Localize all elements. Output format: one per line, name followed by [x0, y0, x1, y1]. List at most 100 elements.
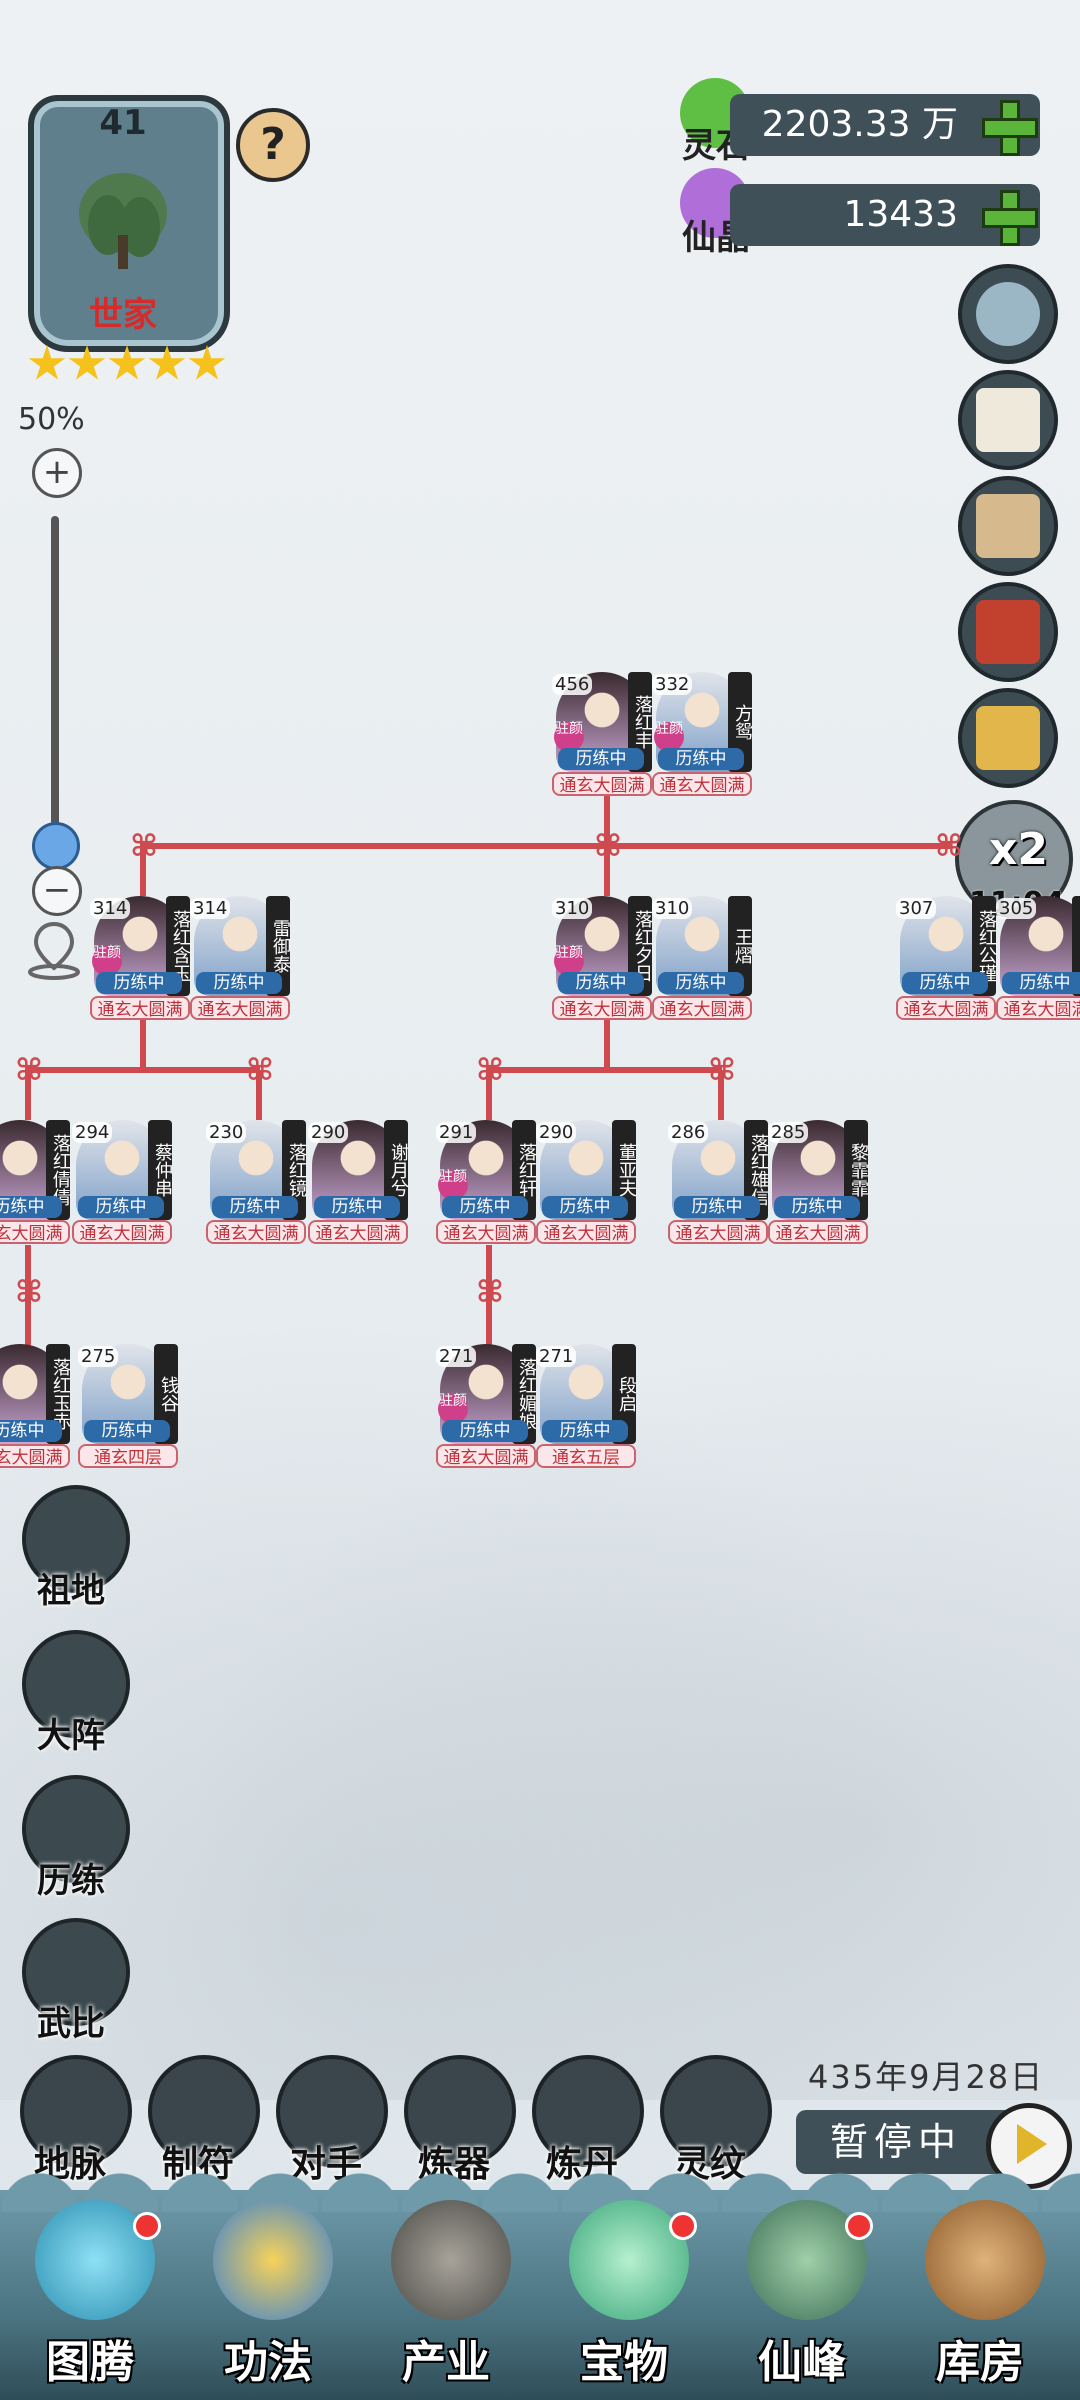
willow-tree-icon	[79, 173, 167, 269]
alchemy-cauldron-icon	[532, 2055, 644, 2167]
locate-icon[interactable]	[26, 920, 82, 980]
zoom-slider-track[interactable]	[51, 516, 59, 836]
member-level: 286	[668, 1122, 709, 1143]
nav-treasure[interactable]: 宝物	[539, 2200, 709, 2400]
member-level: 230	[206, 1122, 247, 1143]
nav-storehouse[interactable]: 库房	[895, 2200, 1065, 2400]
clan-badge[interactable]: 41 世家	[18, 95, 230, 380]
member-status: 历练中	[314, 1196, 400, 1218]
ancestral-land-button[interactable]: 祖地	[16, 1485, 130, 1611]
member-status: 历练中	[442, 1420, 528, 1442]
rival-button[interactable]: 对手	[268, 2055, 388, 2185]
spirit-pattern-icon	[660, 2055, 772, 2167]
nav-technique[interactable]: 功法	[183, 2200, 353, 2400]
nav-label: 仙峰	[758, 2337, 846, 2388]
member-realm: 通玄大圆满	[206, 1220, 306, 1244]
pause-status: 暂停中	[796, 2110, 1016, 2174]
member-card[interactable]: 落红玉赤历练中通玄大圆满	[0, 1344, 71, 1468]
member-tag: 驻颜	[554, 722, 584, 752]
formation-button[interactable]: 大阵	[16, 1630, 130, 1756]
nav-label: 库房	[936, 2337, 1024, 2388]
member-level: 310	[552, 898, 593, 919]
member-status: 历练中	[558, 972, 644, 994]
immortal-crystal-display: 13433	[730, 184, 1040, 246]
notification-dot	[669, 2212, 697, 2240]
help-button[interactable]: ?	[236, 108, 310, 182]
clan-level: 41	[99, 103, 147, 143]
industry-icon	[391, 2200, 511, 2320]
member-level: 275	[78, 1346, 119, 1367]
member-realm: 通玄大圆满	[0, 1220, 70, 1244]
sword-duel-button[interactable]: 武比	[16, 1918, 130, 2044]
golden-box-icon[interactable]	[958, 688, 1058, 788]
add-immortal-crystal-button[interactable]	[982, 190, 1038, 246]
member-status: 历练中	[1002, 972, 1080, 994]
notification-dot	[133, 2212, 161, 2240]
member-status: 历练中	[78, 1196, 164, 1218]
add-spirit-stone-button[interactable]	[982, 100, 1038, 156]
talisman-button[interactable]: 制符	[140, 2055, 260, 2185]
zoom-out-button[interactable]: −	[32, 866, 82, 916]
member-status: 历练中	[558, 748, 644, 770]
tree-line	[256, 1070, 262, 1120]
knot-icon: ⌘	[15, 1275, 43, 1310]
zoom-in-button[interactable]: +	[32, 448, 82, 498]
member-status: 历练中	[902, 972, 988, 994]
bottom-nav-background	[0, 2168, 1080, 2400]
spirit-pattern-button[interactable]: 灵纹	[652, 2055, 772, 2185]
member-realm: 通玄大圆满	[0, 1444, 70, 1468]
alchemy-button[interactable]: 炼丹	[524, 2055, 644, 2185]
tree-line	[604, 780, 610, 845]
member-card[interactable]: 落红倩倩历练中通玄大圆满	[0, 1120, 71, 1244]
member-tag: 驻颜	[438, 1170, 468, 1200]
knot-icon: ⌘	[476, 1275, 504, 1310]
sword-duel-icon	[22, 1918, 130, 2026]
star-icon	[28, 345, 66, 380]
settings-taiji-icon[interactable]	[958, 264, 1058, 364]
nav-totem[interactable]: 图腾	[5, 2200, 175, 2400]
member-realm: 通玄大圆满	[996, 996, 1080, 1020]
member-tag: 驻颜	[92, 946, 122, 976]
nav-industry[interactable]: 产业	[361, 2200, 531, 2400]
rolled-scroll-icon[interactable]	[958, 476, 1058, 576]
zoom-percent: 50%	[18, 402, 85, 437]
speed-multiplier: x2	[989, 824, 1048, 875]
earth-vein-button[interactable]: 地脉	[12, 2055, 132, 2185]
tree-line	[486, 1070, 492, 1120]
member-realm: 通玄大圆满	[308, 1220, 408, 1244]
training-button[interactable]: 历练	[16, 1775, 130, 1901]
currency-value: 13433	[843, 194, 958, 235]
member-status: 历练中	[774, 1196, 860, 1218]
member-realm: 通玄大圆满	[536, 1220, 636, 1244]
nav-immortal-peak[interactable]: 仙峰	[717, 2200, 887, 2400]
scroll-letter-icon[interactable]	[958, 370, 1058, 470]
zoom-slider-knob[interactable]	[32, 822, 80, 870]
storehouse-icon	[925, 2200, 1045, 2320]
knot-icon: ⌘	[130, 829, 158, 864]
member-realm: 通玄大圆满	[552, 772, 652, 796]
red-book-icon[interactable]	[958, 582, 1058, 682]
tree-line	[604, 846, 610, 896]
func-label: 祖地	[37, 1571, 105, 1611]
member-status: 历练中	[0, 1196, 62, 1218]
member-level: 307	[896, 898, 937, 919]
forge-button[interactable]: 炼器	[396, 2055, 516, 2185]
